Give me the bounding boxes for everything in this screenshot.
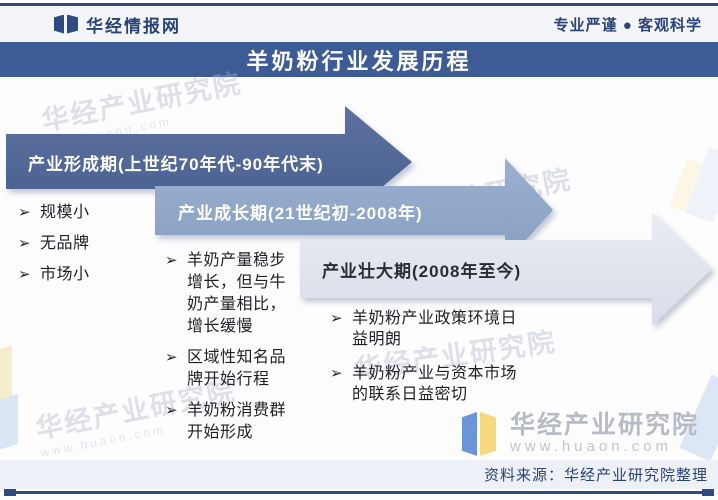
bottom-border-cap-left <box>4 489 16 496</box>
header-bar: 华经情报网 专业严谨 ● 客观科学 <box>0 6 718 42</box>
logo-right-pane <box>67 14 78 34</box>
stage2-points-list: ➢ 羊奶产量稳步增长，但与牛奶产量相比，增长缓慢 ➢ 区域性知名品牌开始行程 ➢ 羊奶粉消… <box>165 250 286 453</box>
brand-footer-lockup: 华经产业研究院 www.huaon.com <box>462 412 699 456</box>
arrow-bullet-icon: ➢ <box>330 310 343 327</box>
bullet-item: ➢ 无品牌 <box>18 233 90 255</box>
bullet-item: ➢ 羊奶产量稳步增长，但与牛奶产量相比，增长缓慢 <box>165 250 286 338</box>
arrow-bullet-icon: ➢ <box>18 266 31 283</box>
decor-shape-blue-left <box>0 393 18 453</box>
stage1-points-list: ➢ 规模小 ➢ 无品牌 ➢ 市场小 <box>18 202 90 295</box>
arrow-bullet-icon: ➢ <box>165 349 178 366</box>
bullet-text: 羊奶产量稳步增长，但与牛奶产量相比，增长缓慢 <box>187 252 287 335</box>
bullet-text: 羊奶粉产业与资本市场的联系日益密切 <box>352 365 518 403</box>
bullet-text: 无品牌 <box>40 235 90 252</box>
arrow-bullet-icon: ➢ <box>18 204 31 221</box>
huaon-logo-icon <box>462 412 498 456</box>
top-border-line <box>0 3 718 6</box>
bottom-border-cap-right <box>702 489 714 496</box>
bullet-item: ➢ 羊奶粉产业政策环境日益明朗 <box>330 308 532 350</box>
stage-label: 产业形成期(上世纪70年代-90年代末) <box>28 155 324 174</box>
page-title: 羊奶粉行业发展历程 <box>246 48 472 74</box>
logo-left-pane <box>54 14 64 34</box>
arrow-bullet-icon: ➢ <box>165 402 178 419</box>
stage-arrow-expansion: 产业壮大期(2008年至今) <box>300 212 712 326</box>
stage-label: 产业成长期(21世纪初-2008年) <box>178 204 423 223</box>
brand-footer-text: 华经产业研究院 www.huaon.com <box>510 412 699 456</box>
brand-footer-url: www.huaon.com <box>510 438 673 455</box>
huajing-logo-icon <box>54 14 78 34</box>
logo-right-pane <box>480 412 496 456</box>
brand-name: 华经情报网 <box>86 16 181 36</box>
bullet-text: 羊奶粉产业政策环境日益明朗 <box>352 310 518 348</box>
decor-shape-yellow-topright <box>669 158 703 212</box>
arrow-bullet-icon: ➢ <box>330 365 343 382</box>
brand-slogan: 专业严谨 ● 客观科学 <box>553 16 702 34</box>
bullet-item: ➢ 市场小 <box>18 264 90 286</box>
bottom-border-line <box>12 491 706 494</box>
bullet-item: ➢ 规模小 <box>18 202 90 224</box>
title-bar: 羊奶粉行业发展历程 <box>0 42 718 77</box>
logo-left-pane <box>462 412 477 456</box>
arrow-bullet-icon: ➢ <box>165 252 178 269</box>
bullet-item: ➢ 羊奶粉产业与资本市场的联系日益密切 <box>330 363 532 405</box>
source-bar: 资料来源：华经产业研究院整理 <box>0 460 718 489</box>
bullet-text: 市场小 <box>40 266 90 283</box>
arrow-bullet-icon: ➢ <box>18 235 31 252</box>
brand-footer-name: 华经产业研究院 <box>510 411 700 439</box>
decor-shape-yellow-left <box>0 345 12 403</box>
stage3-points-list: ➢ 羊奶粉产业政策环境日益明朗 ➢ 羊奶粉产业与资本市场的联系日益密切 <box>330 308 532 418</box>
bullet-text: 规模小 <box>40 204 90 221</box>
brand-lockup: 华经情报网 <box>16 12 181 37</box>
bullet-item: ➢ 羊奶粉消费群开始形成 <box>165 400 286 444</box>
bullet-text: 区域性知名品牌开始行程 <box>187 349 287 388</box>
bullet-text: 羊奶粉消费群开始形成 <box>187 402 287 441</box>
bullet-item: ➢ 区域性知名品牌开始行程 <box>165 347 286 391</box>
source-note: 资料来源：华经产业研究院整理 <box>483 467 708 484</box>
stage-label: 产业壮大期(2008年至今) <box>322 262 522 281</box>
